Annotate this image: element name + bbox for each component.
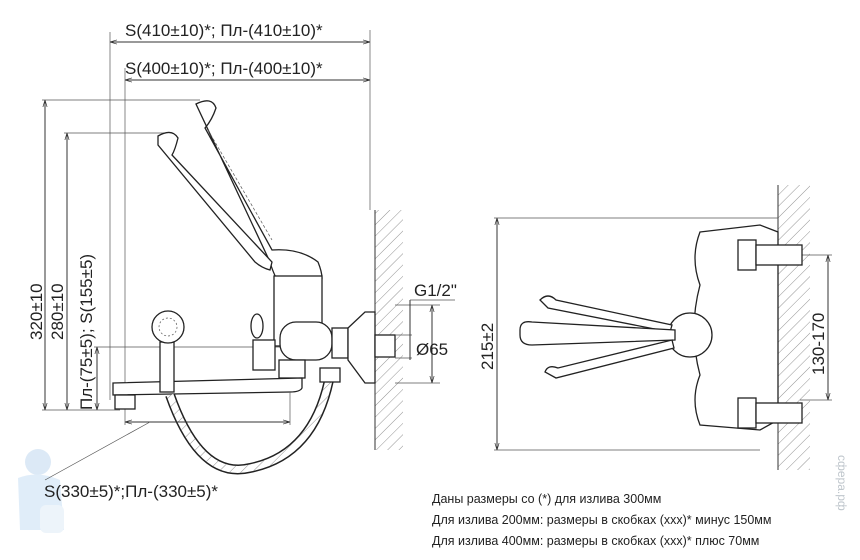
dim-spout: S(330±5)*;Пл-(330±5)* <box>44 482 218 501</box>
dim-front-height: 215±2 <box>478 323 497 370</box>
note-2: Для излива 200мм: размеры в скобках (ххх… <box>432 513 771 527</box>
side-view: S(410±10)*; Пл-(410±10)* S(400±10)*; Пл-… <box>27 21 457 501</box>
dim-top-2: S(400±10)*; Пл-(400±10)* <box>125 59 323 78</box>
dim-diameter: Ø65 <box>416 340 448 359</box>
dim-height-320: 320±10 <box>27 283 46 340</box>
dim-top-1: S(410±10)*; Пл-(410±10)* <box>125 21 323 40</box>
notes: Даны размеры со (*) для излива 300мм Для… <box>432 492 771 548</box>
plumber-watermark-logo <box>18 449 64 533</box>
dim-height-75-155: Пл-(75±5); S(155±5) <box>77 254 96 410</box>
note-3: Для излива 400мм: размеры в скобках (ххх… <box>432 534 759 548</box>
dim-height-280: 280±10 <box>48 283 67 340</box>
note-1: Даны размеры со (*) для излива 300мм <box>432 492 661 506</box>
dim-thread: G1/2" <box>414 281 457 300</box>
watermark: сфера.рф <box>835 455 849 511</box>
front-view: 215±2 130-170 <box>478 185 832 470</box>
dim-centers: 130-170 <box>809 313 828 375</box>
